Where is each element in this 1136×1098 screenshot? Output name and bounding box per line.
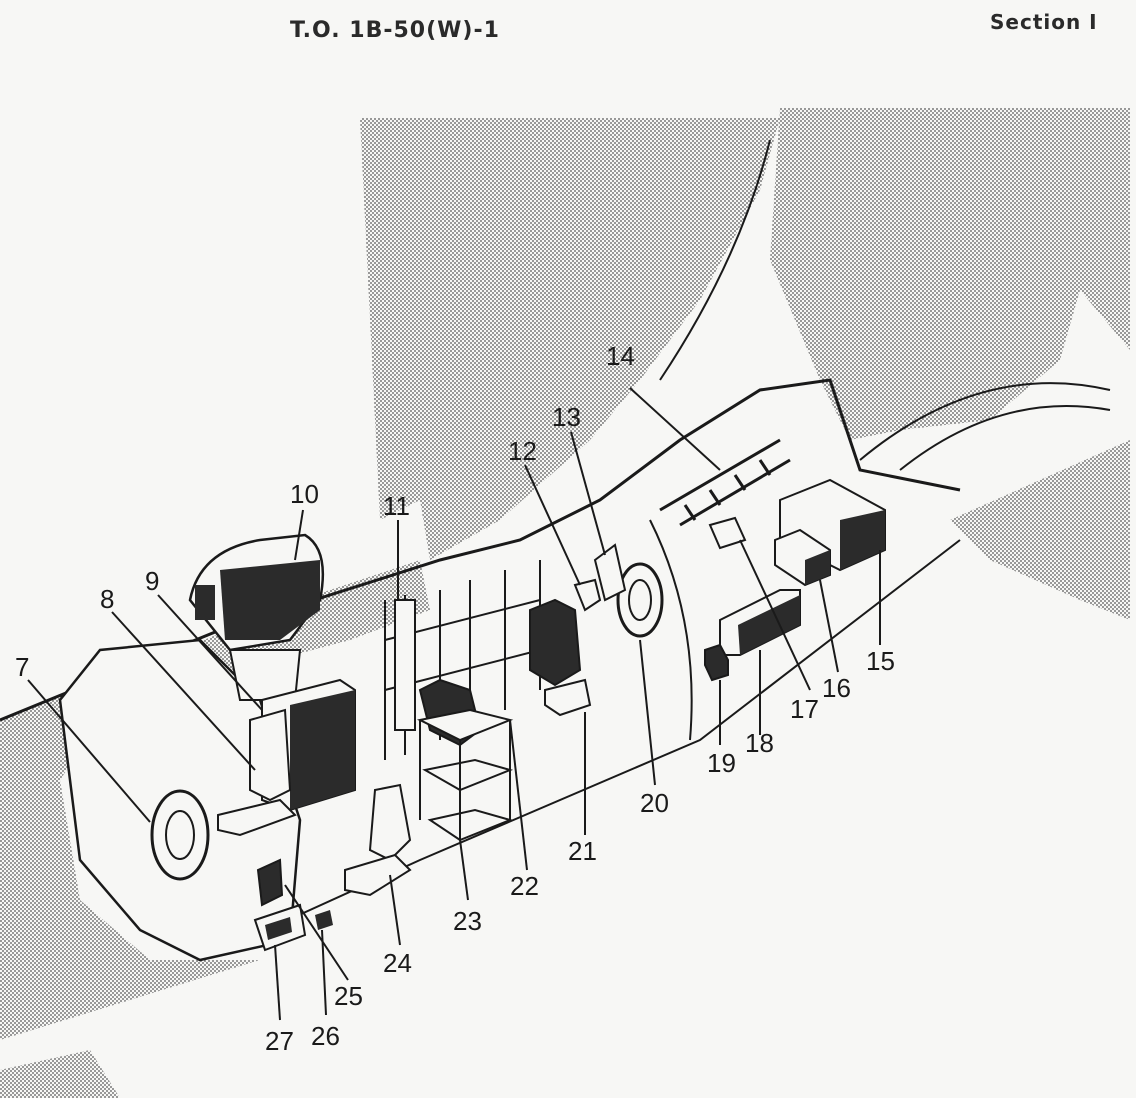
callout-23: 23 [453, 906, 482, 936]
callout-7: 7 [15, 652, 29, 682]
callout-25: 25 [334, 981, 363, 1011]
callout-17: 17 [790, 694, 819, 724]
right-nacelle-shading [950, 440, 1130, 620]
document-number: T.O. 1B-50(W)-1 [290, 18, 500, 43]
window-20 [616, 562, 664, 638]
callout-27: 27 [265, 1026, 294, 1056]
callout-12: 12 [508, 436, 537, 466]
callout-13: 13 [552, 402, 581, 432]
callout-10: 10 [290, 479, 319, 509]
leader-lines [27, 387, 881, 1021]
callout-11: 11 [383, 491, 410, 521]
callout-8: 8 [100, 584, 114, 614]
box-19 [704, 643, 729, 682]
shelves-23 [416, 708, 514, 842]
callout-14: 14 [606, 341, 635, 371]
seat-24 [368, 783, 412, 862]
fuselage-floor-edge [199, 539, 961, 961]
callout-18: 18 [745, 728, 774, 758]
panel-13 [593, 543, 627, 602]
window-7 [150, 789, 210, 881]
panel-17 [708, 516, 747, 550]
callout-26: 26 [311, 1021, 340, 1051]
callout-16: 16 [822, 673, 851, 703]
pedal-26 [315, 910, 333, 930]
nacelle-arc [859, 382, 1111, 461]
column-25 [256, 858, 284, 907]
callout-9: 9 [145, 566, 159, 596]
callout-24: 24 [383, 948, 412, 978]
fuselage-upper-edge [0, 378, 961, 722]
item-12 [573, 578, 602, 612]
callout-20: 20 [640, 788, 669, 818]
callout-19: 19 [707, 748, 736, 778]
bottom-left-shading [0, 1050, 120, 1098]
callout-22: 22 [510, 871, 539, 901]
equipment-racks-11 [384, 560, 541, 760]
wing-leading-edge [659, 139, 771, 381]
seat-8 [249, 708, 292, 802]
mid-bulkhead-arc [649, 519, 693, 741]
callout-21: 21 [568, 836, 597, 866]
right-wing-shading [770, 108, 1130, 440]
seat-21 [529, 598, 582, 687]
nacelle-arc-inner [899, 405, 1111, 471]
callout-labels: 7 8 9 10 11 12 13 14 15 16 17 18 19 20 2… [15, 341, 895, 1056]
ladder-14 [659, 438, 791, 527]
section-label: Section I [990, 10, 1098, 34]
callout-15: 15 [866, 646, 895, 676]
wing-surface-shading [360, 118, 780, 560]
